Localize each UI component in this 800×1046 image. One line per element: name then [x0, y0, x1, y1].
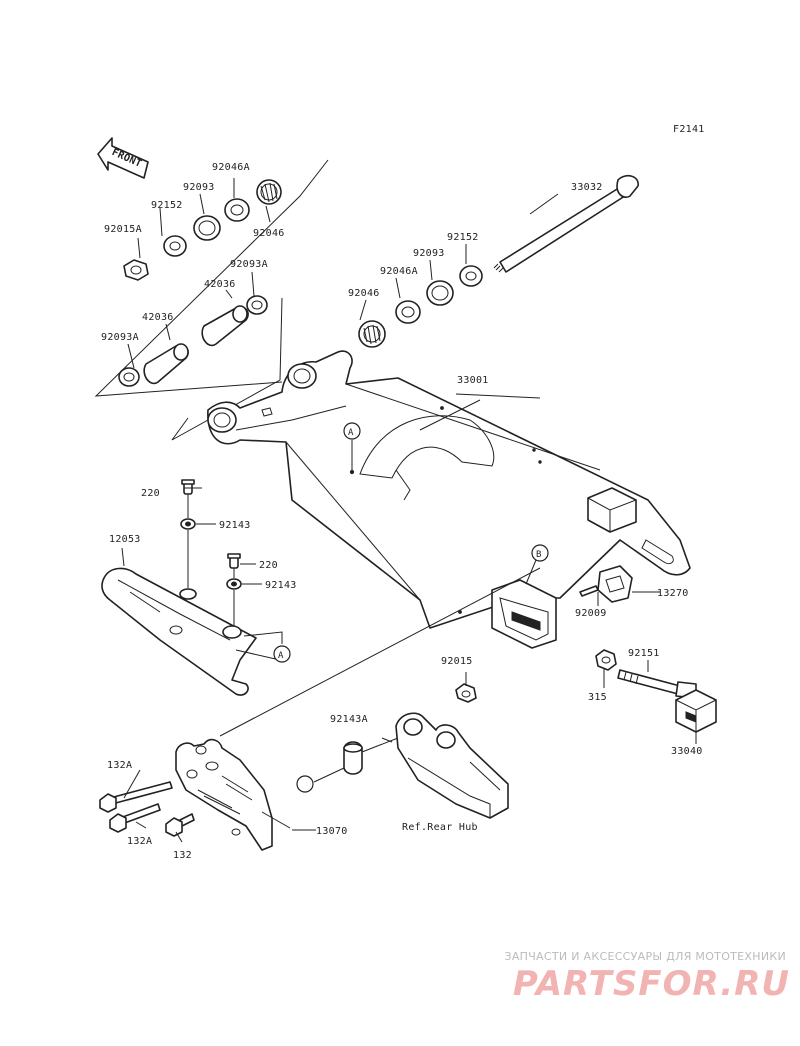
label-132: 132: [173, 850, 192, 861]
part-132-bolt: [165, 813, 195, 837]
part-315-nut: [595, 649, 617, 671]
part-92151-bolt: [617, 669, 697, 699]
part-42036-top-sleeve: [201, 305, 249, 347]
part-92152-top-collar: [163, 235, 187, 257]
svg-text:A: A: [348, 428, 354, 438]
watermark-tagline: ЗАПЧАСТИ И АКСЕССУАРЫ ДЛЯ МОТОТЕХНИКИ: [504, 950, 786, 963]
label-220-b: 220: [259, 560, 278, 571]
label-92093-top: 92093: [183, 182, 215, 193]
label-92152-right: 92152: [447, 232, 479, 243]
svg-text:B: B: [536, 550, 542, 560]
part-92093-right-seal: [426, 280, 454, 306]
part-swingarm-rear-block: [587, 487, 637, 533]
figure-code: F2141: [673, 124, 705, 135]
label-92152-top: 92152: [151, 200, 183, 211]
part-33001-swingarm: [207, 350, 691, 629]
part-13270-adjuster-plate: [597, 565, 633, 603]
part-chain-guide: [395, 712, 509, 819]
label-42036-left: 42036: [142, 312, 174, 323]
label-92046A-right: 92046A: [380, 266, 418, 277]
part-13070-guide-plate: [175, 738, 291, 851]
part-220-screw-b: [227, 553, 241, 569]
part-33032-pivot-shaft: [493, 174, 639, 273]
part-42036-left-sleeve: [143, 343, 189, 385]
part-swingarm-guide-block: [491, 579, 557, 649]
part-92093A-left-seal: [118, 367, 140, 387]
part-132A-bolt-bottom: [109, 803, 161, 833]
part-132A-bolt-top: [99, 781, 173, 813]
label-42036-top: 42036: [204, 279, 236, 290]
label-13270: 13270: [657, 588, 689, 599]
part-92093A-top-seal: [246, 295, 268, 315]
callout-a-upper: A: [343, 422, 361, 440]
part-92046A-top-ring: [224, 198, 250, 222]
label-92015: 92015: [441, 656, 473, 667]
part-92046-top-bearing: [256, 179, 282, 205]
label-92093A-top: 92093A: [230, 259, 268, 270]
label-132A-top: 132A: [107, 760, 132, 771]
part-12053-chain-slider: [101, 567, 257, 696]
label-92093A-left: 92093A: [101, 332, 139, 343]
part-92015A-nut: [123, 259, 149, 281]
callout-a-lower: A: [273, 645, 291, 663]
label-315: 315: [588, 692, 607, 703]
label-92151: 92151: [628, 648, 660, 659]
label-33001: 33001: [457, 375, 489, 386]
part-92009-screw: [579, 585, 599, 597]
label-92143-a: 92143: [219, 520, 251, 531]
label-ref-rear-hub: Ref.Rear Hub: [402, 822, 478, 833]
label-33040: 33040: [671, 746, 703, 757]
label-132A-bottom: 132A: [127, 836, 152, 847]
callout-b: B: [531, 544, 549, 562]
label-92143A: 92143A: [330, 714, 368, 725]
part-92046A-right-ring: [395, 300, 421, 324]
label-92046-right: 92046: [348, 288, 380, 299]
part-220-screw-a: [181, 479, 195, 495]
part-92143A-collar: [343, 741, 363, 775]
label-13070: 13070: [316, 826, 348, 837]
part-92143-washer-b: [226, 578, 242, 590]
part-92093-top-seal: [193, 215, 221, 241]
label-12053: 12053: [109, 534, 141, 545]
callout-b-lower: [296, 775, 314, 793]
front-arrow-icon: FRONT: [97, 137, 149, 179]
part-92015-nut: [455, 683, 477, 703]
part-33040-adjuster-block: [675, 689, 717, 733]
part-92152-right-collar: [459, 265, 483, 287]
label-92009: 92009: [575, 608, 607, 619]
label-92015A: 92015A: [104, 224, 142, 235]
watermark-logo: PARTSFOR.RU: [512, 964, 790, 1004]
part-92143-washer-a: [180, 518, 196, 530]
label-33032: 33032: [571, 182, 603, 193]
pivot-guide-upper: [94, 159, 329, 397]
svg-text:A: A: [278, 651, 284, 661]
label-92093-right: 92093: [413, 248, 445, 259]
label-92046-top: 92046: [253, 228, 285, 239]
label-92143-b: 92143: [265, 580, 297, 591]
part-92046-right-bearing: [358, 320, 386, 348]
label-220-a: 220: [141, 488, 160, 499]
label-92046A-top: 92046A: [212, 162, 250, 173]
